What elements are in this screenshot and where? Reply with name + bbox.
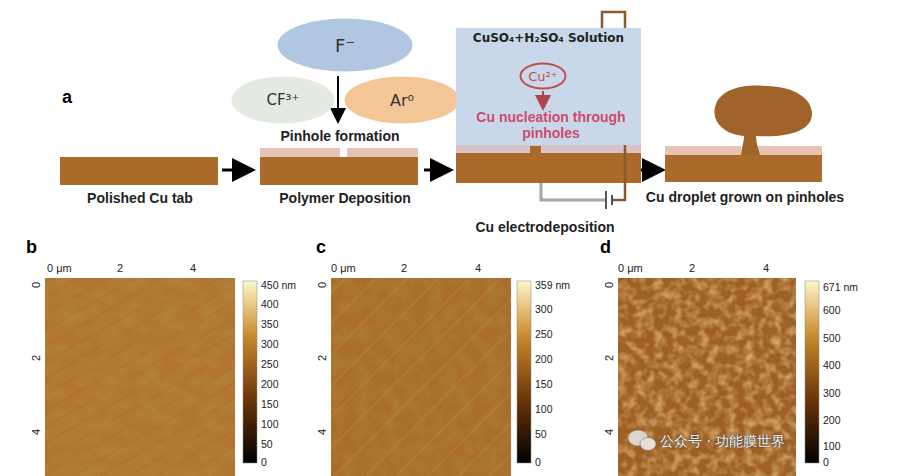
step-caption: Polished Cu tab <box>87 190 193 206</box>
step-caption: Cu electrodeposition <box>475 219 614 235</box>
panel-letter: d <box>600 237 611 258</box>
afm-image <box>331 278 511 476</box>
colorbar <box>243 281 257 463</box>
polymer-layer <box>752 146 822 155</box>
species-ellipse: F⁻ <box>276 17 414 73</box>
down-arrow <box>337 76 339 120</box>
step-caption: Polymer Deposition <box>279 190 410 206</box>
colorbar <box>517 281 531 463</box>
axis-tick: 0 μm <box>331 262 356 275</box>
nucleation-note: Cu nucleation through pinholes <box>476 109 626 141</box>
colorbar-tick: 359 nm <box>535 279 570 291</box>
colorbar-tick: 250 <box>535 328 553 340</box>
colorbar-tick: 300 <box>823 387 841 399</box>
axis-tick: 4 <box>30 429 43 435</box>
ion-arrow <box>542 91 544 107</box>
colorbar-tick: 150 <box>535 378 553 390</box>
colorbar-tick: 0 <box>535 456 541 468</box>
colorbar-tick: 0 <box>823 456 829 468</box>
cu-tab <box>60 157 218 185</box>
axis-tick: 0 μm <box>618 262 643 275</box>
axis-tick: 2 <box>316 355 329 361</box>
axis-tick: 2 <box>603 355 616 361</box>
colorbar-tick: 350 <box>261 318 279 330</box>
watermark: 公众号 · 功能膜世界 <box>660 433 785 449</box>
cu-tab <box>456 153 641 183</box>
colorbar <box>805 281 819 463</box>
axis-tick: 0 <box>316 282 329 288</box>
solution-title: CuSO₄+H₂SO₄ Solution <box>456 31 641 45</box>
axis-tick: 4 <box>190 262 196 275</box>
colorbar-tick: 400 <box>823 359 841 371</box>
step-caption: Cu droplet grown on pinholes <box>646 189 844 205</box>
colorbar-tick: 600 <box>823 304 841 316</box>
colorbar-tick: 500 <box>823 332 841 344</box>
cu-droplet <box>714 86 812 155</box>
axis-tick: 0 <box>603 282 616 288</box>
electrode-wire <box>541 183 606 200</box>
watermark-icon <box>628 430 656 451</box>
polymer-layer <box>665 146 741 155</box>
axis-tick: 2 <box>401 262 407 275</box>
cu-tab <box>260 157 418 185</box>
colorbar-tick: 200 <box>823 414 841 426</box>
species-label: Cu²⁺ <box>519 69 567 84</box>
colorbar-tick: 450 nm <box>261 279 296 291</box>
ion-circle: Cu²⁺ <box>519 62 567 90</box>
colorbar-tick: 400 <box>261 298 279 310</box>
battery-symbol <box>605 191 607 209</box>
solution-box: CuSO₄+H₂SO₄ Solution Cu nucleation throug… <box>456 28 641 145</box>
colorbar-tick: 50 <box>535 428 547 440</box>
axis-tick: 2 <box>117 262 123 275</box>
colorbar-tick: 100 <box>535 403 553 415</box>
polymer-layer <box>260 148 340 157</box>
axis-tick: 4 <box>763 262 769 275</box>
colorbar-tick: 300 <box>261 338 279 350</box>
colorbar-tick: 0 <box>261 456 267 468</box>
cu-tab <box>665 155 822 182</box>
afm-image <box>45 278 235 476</box>
step-arrow <box>424 169 448 172</box>
colorbar-tick: 300 <box>535 303 553 315</box>
colorbar-tick: 250 <box>261 358 279 370</box>
axis-tick: 4 <box>316 429 329 435</box>
step-arrow <box>222 169 250 172</box>
axis-tick: 4 <box>603 429 616 435</box>
species-ellipse: Ar⁰ <box>343 75 461 125</box>
species-ellipse: CF³⁺ <box>230 75 336 125</box>
pinhole-nucleus <box>530 146 541 154</box>
colorbar-tick: 100 <box>823 440 841 452</box>
colorbar-tick: 150 <box>261 398 279 410</box>
panel-letter: a <box>62 87 72 108</box>
colorbar-tick: 200 <box>535 353 553 365</box>
axis-tick: 0 <box>30 282 43 288</box>
panel-letter: c <box>316 237 326 258</box>
axis-tick: 0 μm <box>47 262 72 275</box>
battery-symbol <box>611 195 613 205</box>
step-note: Pinhole formation <box>281 128 400 144</box>
colorbar-tick: 100 <box>261 418 279 430</box>
colorbar-tick: 671 nm <box>823 281 858 293</box>
step-arrow <box>641 169 660 172</box>
species-label: F⁻ <box>276 35 414 56</box>
axis-tick: 2 <box>30 355 43 361</box>
species-label: Ar⁰ <box>343 91 461 110</box>
colorbar-tick: 50 <box>261 438 273 450</box>
panel-letter: b <box>26 237 37 258</box>
polymer-layer <box>456 145 641 153</box>
colorbar-tick: 200 <box>261 378 279 390</box>
axis-tick: 4 <box>475 262 481 275</box>
axis-tick: 2 <box>689 262 695 275</box>
species-label: CF³⁺ <box>230 91 336 109</box>
afm-image <box>618 278 796 476</box>
polymer-layer <box>347 148 418 157</box>
